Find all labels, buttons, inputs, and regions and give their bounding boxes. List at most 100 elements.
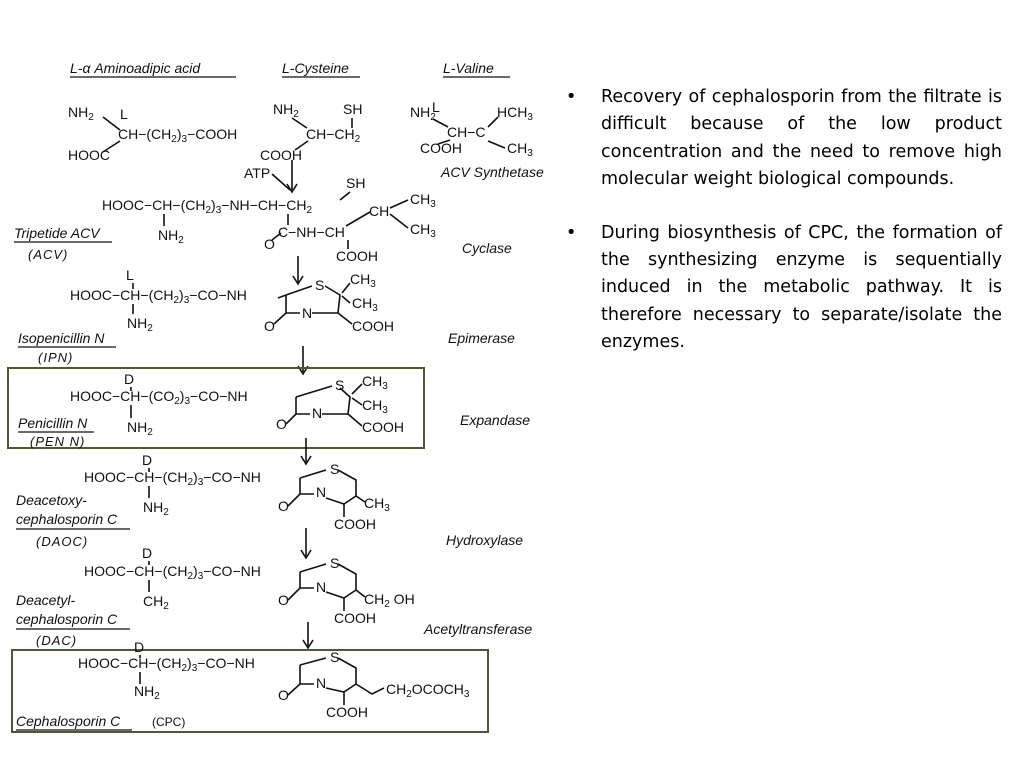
svg-text:HOOC−CH−(CH2)3−CO−NH: HOOC−CH−(CH2)3−CO−NH [78, 655, 255, 674]
svg-text:NH2: NH2 [68, 104, 94, 123]
svg-text:NH2: NH2 [158, 227, 184, 246]
compound-acv-abbr: (ACV) [28, 247, 68, 262]
svg-text:L: L [432, 99, 440, 115]
atp-label: ATP [244, 165, 270, 181]
compound-pen-n-abbr: (PEN N) [30, 434, 85, 449]
compound-ipn-abbr: (IPN) [38, 350, 73, 365]
svg-text:COOH: COOH [336, 248, 378, 264]
svg-text:O: O [278, 592, 289, 608]
compound-daoc-name-2: cephalosporin C [16, 511, 118, 527]
svg-text:NH2: NH2 [410, 104, 436, 123]
svg-text:C−NH−CH: C−NH−CH [278, 224, 345, 240]
svg-text:NH2: NH2 [143, 499, 169, 518]
svg-text:S: S [330, 555, 339, 571]
svg-text:CH−CH2: CH−CH2 [306, 126, 361, 145]
svg-text:CH3: CH3 [362, 397, 388, 416]
compound-daoc-abbr: (DAOC) [36, 534, 88, 549]
svg-text:S: S [330, 461, 339, 477]
enzyme-epimerase: Epimerase [448, 330, 515, 346]
svg-text:N: N [312, 405, 322, 421]
compound-acv-name: Tripetide ACV [14, 225, 101, 241]
svg-text:CH3: CH3 [352, 295, 378, 314]
stereo-l: L [120, 106, 128, 122]
arrow-to-cpc [302, 622, 314, 650]
compound-cpc-abbr: (CPC) [152, 715, 185, 729]
dac-structure: D HOOC−CH−(CH2)3−CO−NH CH2 S N CH2 OH O … [84, 545, 415, 626]
enzyme-hydroxylase: Hydroxylase [446, 532, 523, 548]
enzyme-acv-synthetase: ACV Synthetase [440, 164, 544, 180]
svg-text:HOOC: HOOC [68, 147, 110, 163]
svg-text:D: D [124, 371, 134, 387]
svg-text:O: O [264, 236, 275, 252]
svg-text:CH3: CH3 [410, 191, 436, 210]
svg-text:CH2 OH: CH2 OH [364, 591, 415, 610]
aminoadipic-acid-structure: NH2 L CH−(CH2)3−COOH HOOC [68, 104, 237, 163]
enzyme-expandase: Expandase [460, 412, 530, 428]
svg-text:S: S [330, 649, 339, 665]
svg-text:O: O [278, 498, 289, 514]
svg-text:CH2OCOCH3: CH2OCOCH3 [386, 681, 470, 700]
penicillin-n-structure: D HOOC−CH−(CO2)3−CO−NH NH2 S CH3 CH3 N O… [70, 371, 404, 438]
bullet-marker: • [566, 222, 577, 243]
arrow-to-acv [271, 160, 298, 194]
compound-dac-abbr: (DAC) [36, 633, 77, 648]
isopenicillin-n-structure: L HOOC−CH−(CH2)3−CO−NH NH2 S CH3 CH3 N O… [70, 267, 394, 334]
cysteine-structure: NH2 SH CH−CH2 COOH [260, 101, 362, 163]
svg-text:CH3: CH3 [350, 271, 376, 290]
compound-dac-name-1: Deacetyl- [16, 592, 75, 608]
svg-text:HOOC−CH−(CO2)3−CO−NH: HOOC−CH−(CO2)3−CO−NH [70, 388, 248, 407]
svg-text:S: S [315, 277, 324, 293]
svg-text:COOH: COOH [420, 140, 462, 156]
svg-text:O: O [278, 687, 289, 703]
svg-text:HCH3: HCH3 [497, 104, 533, 123]
svg-text:HOOC−CH−(CH2)3−NH−CH−CH2: HOOC−CH−(CH2)3−NH−CH−CH2 [102, 197, 312, 216]
arrow-to-daoc [300, 438, 312, 466]
svg-text:CH3: CH3 [364, 495, 390, 514]
svg-text:CH3: CH3 [410, 221, 436, 240]
compound-dac-name-2: cephalosporin C [16, 611, 118, 627]
arrow-to-pen-n [297, 346, 309, 376]
compound-pen-n-name: Penicillin N [18, 415, 88, 431]
svg-text:SH: SH [346, 175, 365, 191]
bullet-item-recovery: • Recovery of cephalosporin from the fil… [566, 84, 1002, 194]
svg-text:CH−C: CH−C [447, 124, 486, 140]
bullet-item-biosynthesis: • During biosynthesis of CPC, the format… [566, 220, 1002, 357]
svg-text:CH: CH [369, 203, 389, 219]
svg-text:COOH: COOH [362, 419, 404, 435]
cephalosporin-biosynthesis-pathway: L-α Aminoadipic acid L-Cysteine L-Valine… [7, 60, 544, 733]
cephalosporin-c-highlight-box [11, 649, 489, 733]
svg-text:CH3: CH3 [362, 373, 388, 392]
enzyme-acetyltransferase: Acetyltransferase [423, 621, 532, 637]
svg-text:NH2: NH2 [127, 419, 153, 438]
precursor-valine: L-Valine [443, 60, 494, 76]
svg-text:CH3: CH3 [507, 140, 533, 159]
svg-text:O: O [276, 416, 287, 432]
svg-text:CH−(CH2)3−COOH: CH−(CH2)3−COOH [118, 126, 237, 145]
precursor-labels: L-α Aminoadipic acid L-Cysteine L-Valine [70, 60, 510, 78]
arrow-to-ipn [292, 256, 304, 286]
svg-text:D: D [134, 639, 144, 655]
svg-text:NH2: NH2 [273, 101, 299, 120]
svg-text:COOH: COOH [334, 516, 376, 532]
svg-text:D: D [142, 452, 152, 468]
cephalosporin-c-structure: D HOOC−CH−(CH2)3−CO−NH NH2 S N CH2OCOCH3… [78, 639, 470, 720]
bullet-marker: • [566, 87, 577, 107]
svg-text:O: O [264, 318, 275, 334]
svg-text:COOH: COOH [334, 610, 376, 626]
precursor-cysteine: L-Cysteine [282, 60, 349, 76]
svg-text:N: N [316, 484, 326, 500]
bullet-text-recovery: Recovery of cephalosporin from the filtr… [601, 87, 1002, 190]
svg-text:SH: SH [343, 101, 362, 117]
svg-text:L: L [126, 267, 134, 283]
enzyme-cyclase: Cyclase [462, 240, 512, 256]
svg-text:N: N [302, 305, 312, 321]
svg-text:NH2: NH2 [127, 315, 153, 334]
compound-cpc-name: Cephalosporin C [16, 713, 121, 729]
svg-text:N: N [316, 579, 326, 595]
svg-text:HOOC−CH−(CH2)3−CO−NH: HOOC−CH−(CH2)3−CO−NH [84, 563, 261, 582]
arrow-to-dac [300, 528, 312, 560]
precursor-aminoadipic-acid: L-α Aminoadipic acid [70, 60, 201, 76]
svg-text:D: D [142, 545, 152, 561]
svg-text:COOH: COOH [352, 318, 394, 334]
penicillin-n-highlight-box [7, 367, 425, 449]
